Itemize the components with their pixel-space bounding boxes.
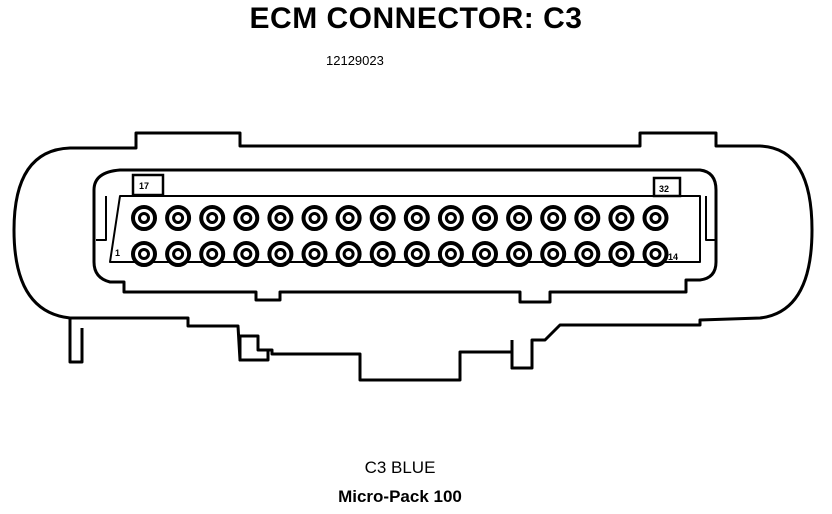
top-pin-16-contact bbox=[649, 212, 662, 224]
cavity-rib bbox=[109, 195, 701, 263]
bottom-pin-5-contact bbox=[274, 248, 287, 260]
bottom-pin-1-contact bbox=[138, 248, 150, 260]
bottom-pin-9-contact bbox=[410, 248, 423, 260]
top-pin-4-contact bbox=[240, 212, 253, 224]
top-pin-7-contact bbox=[342, 212, 355, 224]
top-pin-14-contact bbox=[581, 212, 594, 224]
top-pin-8-contact bbox=[376, 212, 389, 224]
top-pin-15-contact bbox=[615, 212, 628, 224]
top-pin-5-contact bbox=[274, 212, 287, 224]
bottom-pin-2-contact bbox=[172, 248, 185, 260]
part-number: 12129023 bbox=[326, 53, 384, 68]
diagram-title: ECM CONNECTOR: C3 bbox=[249, 2, 583, 35]
connector-color-caption: C3 BLUE bbox=[364, 458, 436, 477]
bottom-pin-10-contact bbox=[444, 248, 457, 260]
top-pin-3-contact bbox=[206, 212, 219, 224]
bottom-pin-4-contact bbox=[240, 248, 253, 260]
top-pin-13-contact bbox=[547, 212, 560, 224]
top-pin-6-contact bbox=[308, 212, 321, 224]
top-pin-1-contact bbox=[138, 212, 150, 224]
bottom-pin-13-contact bbox=[547, 248, 560, 260]
bottom-pin-11-contact bbox=[479, 248, 491, 260]
pin-32-marker-box bbox=[652, 176, 682, 198]
pin-label-bottom-left: 1 bbox=[115, 248, 120, 258]
bottom-pin-3-contact bbox=[206, 248, 219, 260]
pin-17-marker-box bbox=[131, 173, 165, 197]
bottom-pin-8-contact bbox=[376, 248, 389, 260]
pin-cavity bbox=[92, 168, 718, 304]
bottom-pin-7-contact bbox=[342, 248, 355, 260]
bottom-latch-left bbox=[238, 336, 270, 362]
pin-label-bottom-right: 14 bbox=[668, 252, 678, 262]
bottom-pin-12-contact bbox=[513, 248, 526, 260]
pin-label-top-right: 32 bbox=[659, 184, 669, 194]
top-pin-11-contact bbox=[479, 212, 491, 224]
top-pin-12-contact bbox=[513, 212, 526, 224]
connector-type-caption: Micro-Pack 100 bbox=[338, 487, 462, 506]
bottom-pin-16-contact bbox=[649, 248, 662, 260]
top-pin-10-contact bbox=[444, 212, 457, 224]
bottom-latch-right bbox=[510, 340, 532, 370]
pin-row-top bbox=[131, 205, 669, 231]
pin-row-bottom bbox=[131, 241, 669, 267]
top-pin-9-contact bbox=[410, 212, 423, 224]
left-latch bbox=[68, 318, 84, 364]
top-pin-2-contact bbox=[172, 212, 185, 224]
pin-label-top-left: 17 bbox=[139, 181, 149, 191]
bottom-pin-14-contact bbox=[581, 248, 594, 260]
bottom-pin-15-contact bbox=[615, 248, 628, 260]
bottom-pin-6-contact bbox=[308, 248, 321, 260]
